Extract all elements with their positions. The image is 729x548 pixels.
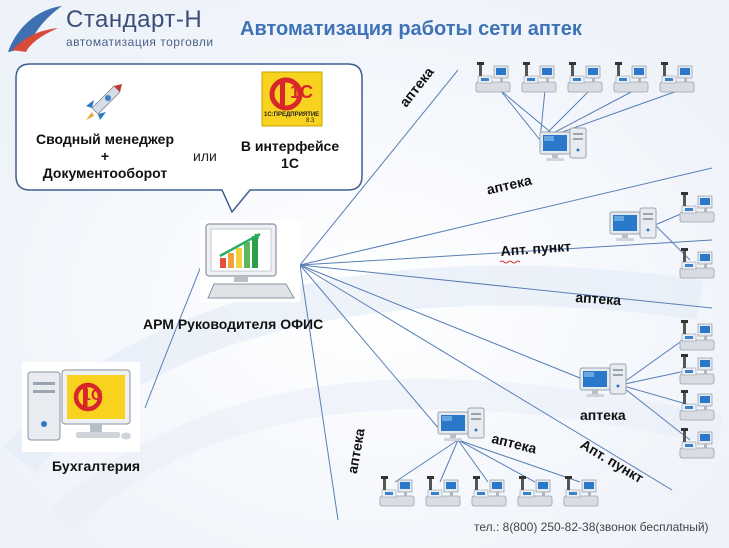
callout-left-line3: Документооборот — [42, 165, 168, 181]
accounting-workstation-icon — [22, 362, 140, 452]
page-title: Автоматизация работы сети аптек — [240, 18, 582, 40]
link-label-apteka-4: аптека — [574, 289, 622, 309]
logo-tagline: автоматизация торговли — [66, 35, 214, 49]
badge-1c-version: 8.3 — [306, 118, 315, 124]
badge-1c-sub: 1С:ПРЕДПРИЯТИЕ — [264, 112, 320, 118]
callout-left-line1: Сводный менеджер — [35, 131, 175, 147]
logo-brand: Стандарт-Н — [66, 6, 203, 33]
accounting-label: Бухгалтерия — [52, 458, 141, 474]
badge-1c-icon — [261, 71, 323, 127]
rocket-icon — [86, 84, 122, 120]
callout-right-line1: В интерфейсе — [240, 138, 340, 154]
accounting-badge-label: 1С — [82, 387, 103, 404]
badge-1c-label: 1С — [290, 82, 314, 102]
callout-or: или — [193, 148, 217, 164]
logo-icon — [8, 6, 62, 52]
callout-right-text: В интерфейсе 1С — [228, 138, 352, 172]
callout-left-line2: + — [100, 148, 110, 164]
link-label-apteka-5: аптека — [580, 407, 626, 423]
callout-right-line2: 1С — [281, 155, 299, 171]
office-label: АРМ Руководителя ОФИС — [143, 316, 324, 332]
footer-phone: тел.: 8(800) 250-82-38(звонок бесплаtный… — [474, 520, 709, 534]
office-workstation-icon — [200, 220, 300, 302]
callout-left-text: Сводный менеджер + Документооборот — [22, 131, 188, 182]
